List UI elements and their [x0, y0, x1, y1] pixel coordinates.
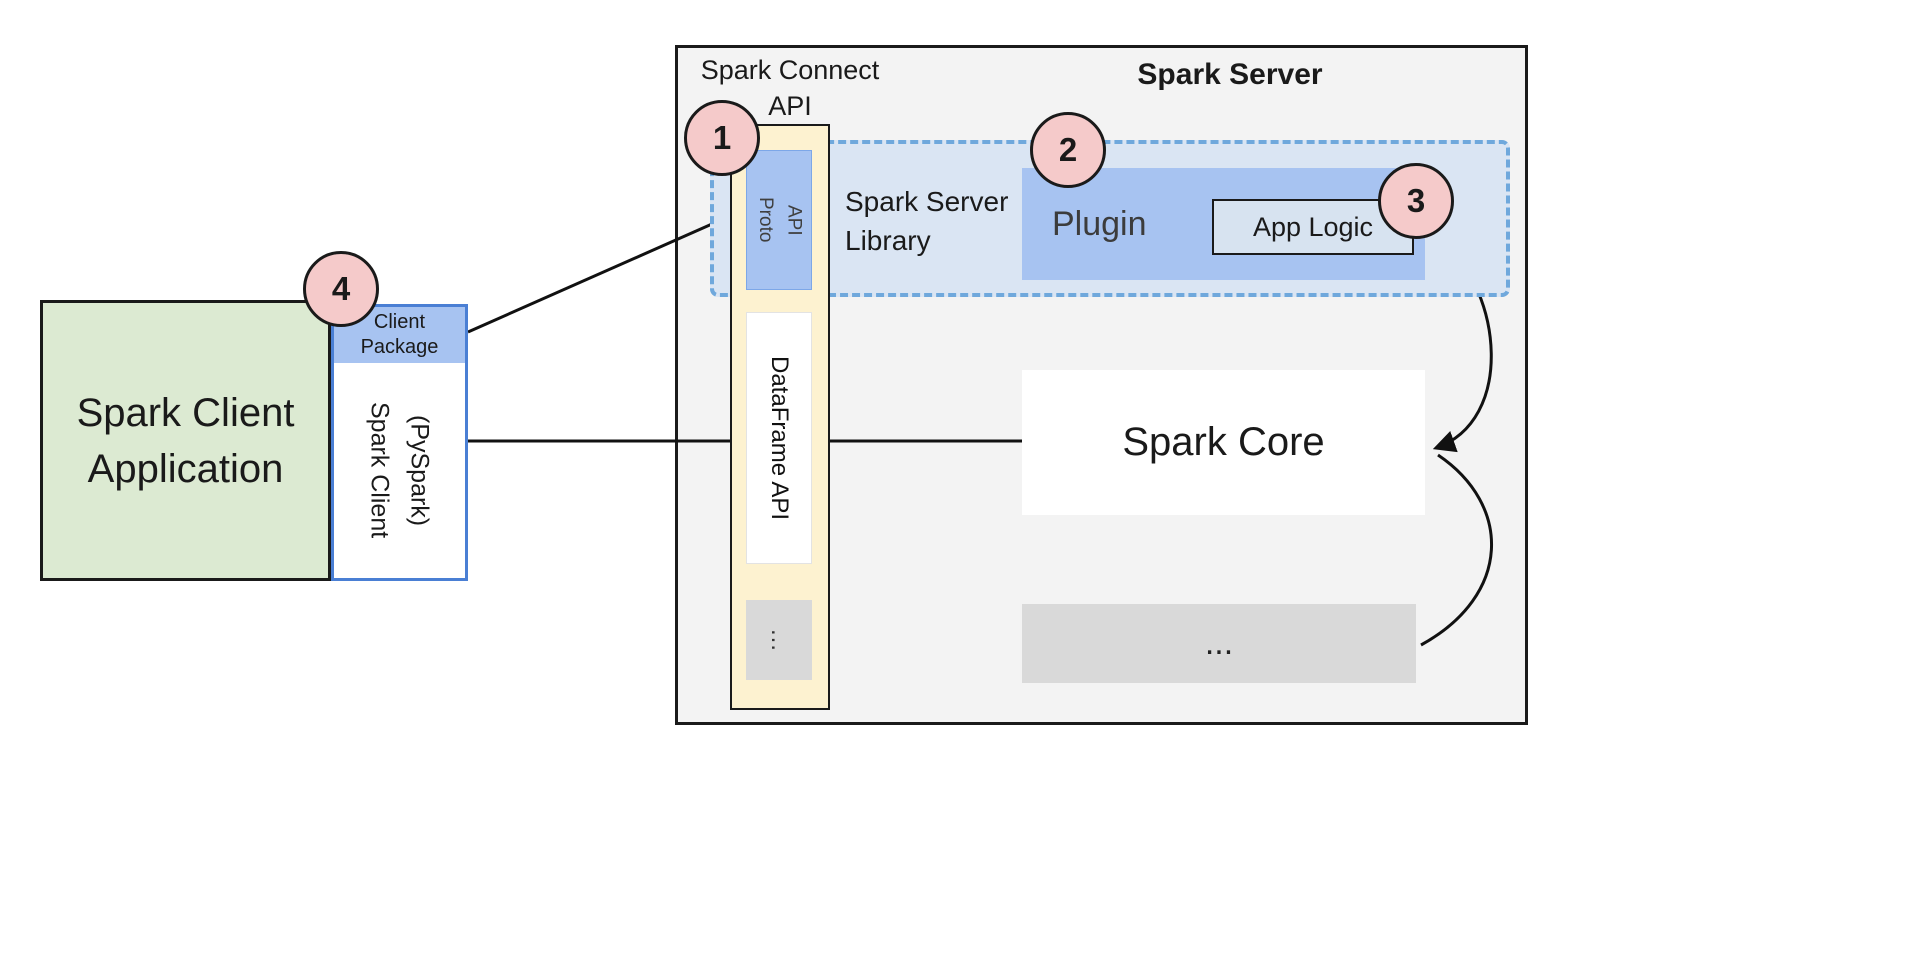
- proto-api-label: Proto API: [755, 197, 805, 243]
- spark-server-title: Spark Server: [1137, 58, 1323, 91]
- server-library-label: Spark Server Library: [845, 186, 1009, 257]
- spark-connect-api-label: Spark Connect API: [700, 55, 880, 122]
- api-ellipsis-box: …: [746, 600, 812, 680]
- badge-4: 4: [303, 251, 379, 327]
- api-ellipsis-label: …: [766, 628, 793, 652]
- plugin-label: Plugin: [1052, 204, 1147, 243]
- spark-client-box: Spark Client (PySpark): [334, 363, 465, 578]
- spark-core-box: Spark Core: [1022, 370, 1425, 515]
- spark-client-stack: Client Package Spark Client (PySpark): [331, 304, 468, 581]
- core-ellipsis-box: ...: [1022, 604, 1416, 683]
- badge-2: 2: [1030, 112, 1106, 188]
- dataframe-api-box: DataFrame API: [746, 312, 812, 564]
- badge-1: 1: [684, 100, 760, 176]
- app-logic-box: App Logic: [1212, 199, 1414, 255]
- dataframe-api-label: DataFrame API: [766, 355, 793, 521]
- spark-client-label: Spark Client (PySpark): [365, 402, 434, 539]
- spark-client-application-box: Spark Client Application: [40, 300, 331, 581]
- proto-api-box: Proto API: [746, 150, 812, 290]
- badge-3: 3: [1378, 163, 1454, 239]
